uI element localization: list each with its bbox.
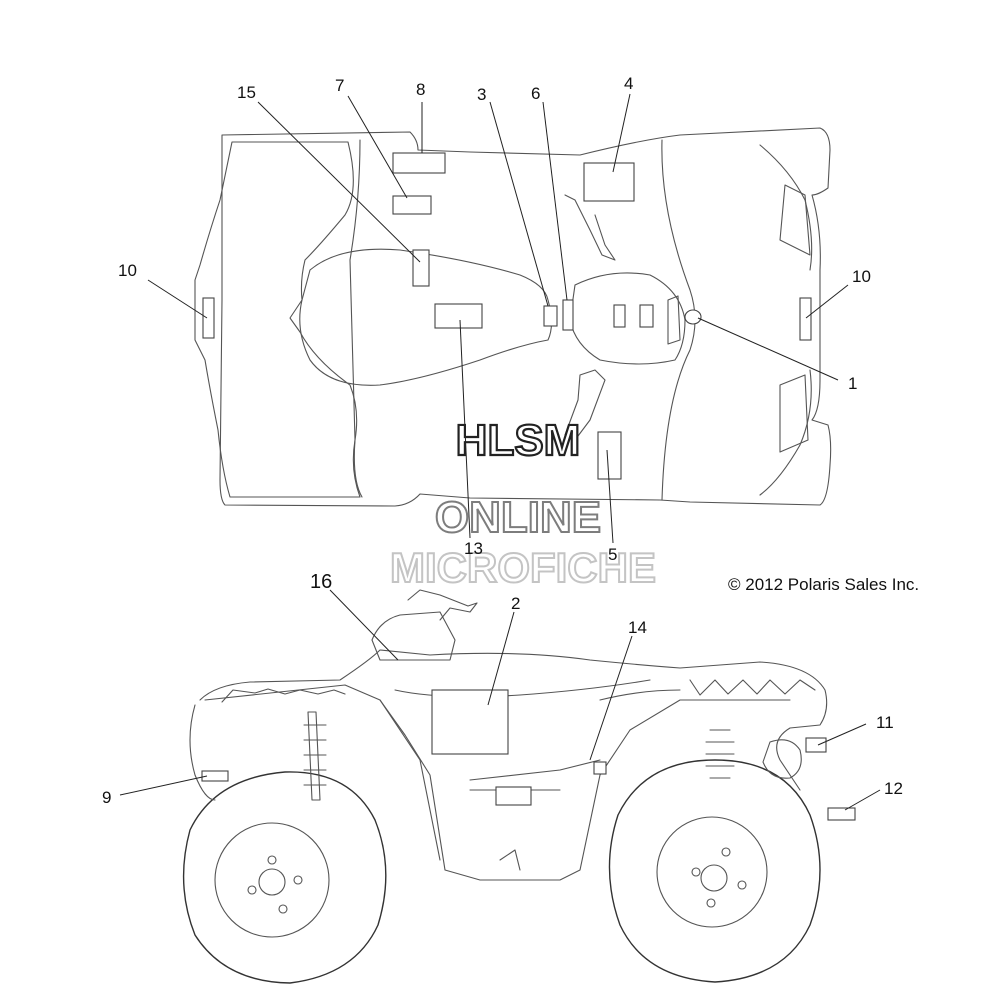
callout-7: 7 bbox=[335, 76, 344, 95]
callout-16: 16 bbox=[310, 571, 332, 593]
decal-15-top bbox=[412, 249, 430, 287]
callout-3: 3 bbox=[477, 85, 486, 104]
callout-13: 13 bbox=[464, 539, 483, 558]
callout-4: 4 bbox=[624, 74, 633, 93]
decal-5-top bbox=[597, 431, 622, 480]
decal-pad-a bbox=[613, 304, 626, 328]
decal-10-front bbox=[202, 297, 215, 339]
decal-8-top bbox=[392, 152, 446, 174]
callout-12: 12 bbox=[884, 779, 903, 798]
decal-2-side bbox=[431, 689, 509, 755]
decal-6-top bbox=[562, 299, 574, 331]
decal-pad-b bbox=[639, 304, 654, 328]
decal-13-top bbox=[434, 303, 483, 329]
decal-4-top bbox=[583, 162, 635, 202]
callout-numbers: 15 7 8 3 6 4 10 10 1 13 5 16 2 14 9 11 1… bbox=[102, 74, 903, 807]
callout-10-rear: 10 bbox=[852, 267, 871, 286]
callout-2: 2 bbox=[511, 594, 520, 613]
callout-15: 15 bbox=[237, 83, 256, 102]
decal-10-rear bbox=[799, 297, 812, 341]
callout-5: 5 bbox=[608, 545, 617, 564]
atv-side-view bbox=[182, 589, 856, 984]
callout-1: 1 bbox=[848, 374, 857, 393]
watermark: HLSM ONLINE MICROFICHE bbox=[389, 415, 657, 592]
decal-12 bbox=[827, 807, 856, 821]
watermark-line2: ONLINE bbox=[435, 493, 601, 542]
callout-14: 14 bbox=[628, 618, 647, 637]
callout-11: 11 bbox=[876, 713, 894, 732]
decal-1-top bbox=[684, 309, 702, 325]
decal-14-side bbox=[593, 761, 607, 775]
callout-10-front: 10 bbox=[118, 261, 137, 280]
decal-3-top bbox=[543, 305, 558, 327]
leader-lines bbox=[119, 93, 881, 811]
decal-side-lower bbox=[495, 786, 532, 806]
copyright-text: © 2012 Polaris Sales Inc. bbox=[728, 575, 919, 594]
decal-11-side bbox=[805, 737, 827, 753]
wheel-right bbox=[608, 759, 821, 983]
atv-top-view bbox=[194, 127, 832, 507]
decal-9-side bbox=[201, 770, 229, 782]
wheel-left bbox=[182, 771, 387, 984]
watermark-line3: MICROFICHE bbox=[390, 544, 656, 591]
callout-9: 9 bbox=[102, 788, 111, 807]
decal-7-top bbox=[392, 195, 432, 215]
watermark-line1: HLSM bbox=[456, 416, 581, 465]
callout-6: 6 bbox=[531, 84, 540, 103]
callout-8: 8 bbox=[416, 80, 425, 99]
